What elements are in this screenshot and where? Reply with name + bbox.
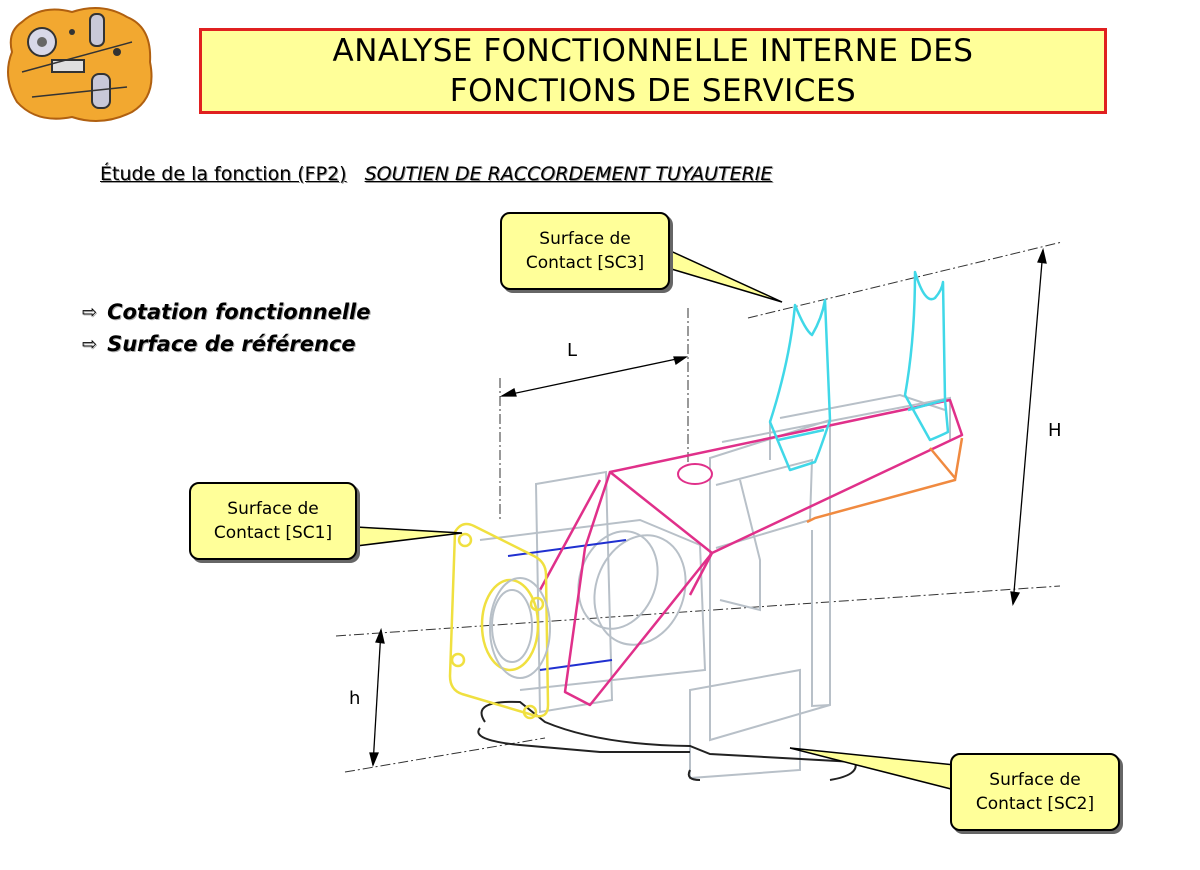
dimension-label-h: h <box>349 688 361 709</box>
title-line-2: FONCTIONS DE SERVICES <box>449 73 857 109</box>
top-hole <box>677 463 713 485</box>
callout-pointers <box>355 246 956 791</box>
hollow-arrow-icon: ⇨ <box>82 301 98 323</box>
callout-sc3-line2: Contact [SC3] <box>525 253 645 273</box>
part-body-wireframe <box>479 393 951 780</box>
dimension-label-L: L <box>567 340 578 361</box>
callout-sc3: Surface de Contact [SC3] <box>500 212 670 290</box>
mechanical-parts-logo-icon <box>7 7 153 122</box>
callout-sc2-line2: Contact [SC2] <box>975 794 1095 814</box>
callout-sc1: Surface de Contact [SC1] <box>189 482 357 560</box>
callout-sc2: Surface de Contact [SC2] <box>950 753 1120 831</box>
reference-lines <box>335 241 1063 773</box>
callout-sc2-line1: Surface de <box>989 770 1081 790</box>
dimension-arrows <box>369 247 1047 768</box>
hollow-arrow-icon: ⇨ <box>82 333 98 355</box>
bullet-item: ⇨ Surface de référence <box>82 328 370 360</box>
magenta-surface-edges <box>538 398 964 707</box>
callout-sc1-line1: Surface de <box>227 499 319 519</box>
page-title: ANALYSE FONCTIONNELLE INTERNE DES FONCTI… <box>199 28 1107 114</box>
callout-sc3-line1: Surface de <box>539 229 631 249</box>
bullet-item: ⇨ Cotation fonctionnelle <box>82 296 370 328</box>
bullet-list: ⇨ Cotation fonctionnelle ⇨ Surface de ré… <box>82 296 370 360</box>
bullet-text-surface: Surface de référence <box>107 332 356 356</box>
title-line-1: ANALYSE FONCTIONNELLE INTERNE DES <box>332 33 974 69</box>
function-name: SOUTIEN DE RACCORDEMENT TUYAUTERIE <box>364 163 773 185</box>
flange-bore <box>489 577 551 679</box>
callout-sc1-line2: Contact [SC1] <box>213 523 333 543</box>
orange-edges <box>806 437 964 524</box>
sc3-cyan-supports <box>768 270 950 472</box>
study-label: Étude de la fonction (FP2) <box>100 163 347 185</box>
bullet-text-cotation: Cotation fonctionnelle <box>107 300 371 324</box>
base-plate-outline <box>477 700 857 781</box>
study-heading: Étude de la fonction (FP2) SOUTIEN DE RAC… <box>100 163 772 185</box>
dimension-label-H: H <box>1048 420 1062 441</box>
